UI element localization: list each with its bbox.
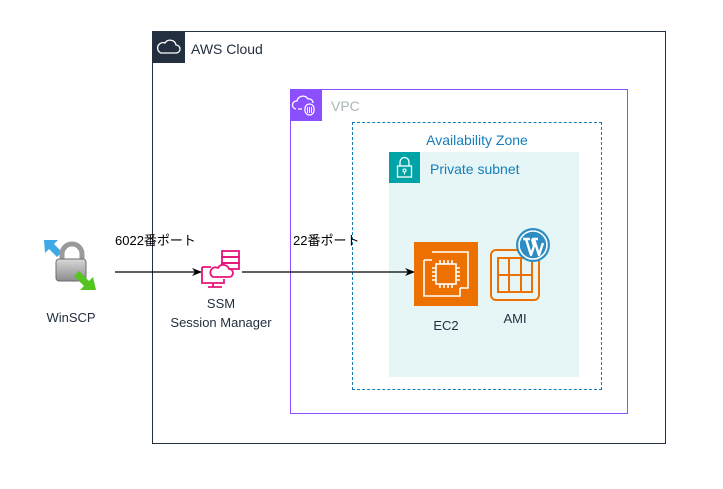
ssm-label-line2: Session Manager (170, 315, 272, 330)
vpc-title: VPC (331, 98, 360, 114)
cloud-icon (157, 39, 181, 54)
winscp-lock-icon (44, 240, 96, 290)
ec2-node[interactable] (414, 242, 478, 306)
padlock-icon (396, 156, 413, 178)
aws-cloud-title: AWS Cloud (191, 41, 263, 57)
winscp-label: WinSCP (46, 310, 96, 325)
availability-zone-group[interactable]: Availability Zone (352, 122, 602, 390)
ec2-label: EC2 (433, 318, 459, 333)
ssm-node[interactable] (200, 249, 242, 291)
aws-cloud-group[interactable]: AWS Cloud (152, 31, 666, 444)
wordpress-logo-icon (516, 228, 550, 262)
vpc-cloud-lock-icon (291, 95, 315, 116)
availability-zone-title: Availability Zone (426, 132, 528, 148)
ssm-session-manager-icon (201, 250, 240, 288)
ec2-chip-icon (423, 251, 469, 297)
ssm-label-line1: SSM (206, 296, 236, 311)
private-subnet-tab (389, 152, 420, 183)
edge-label-22: 22番ポート (293, 233, 360, 248)
ami-node[interactable] (489, 248, 541, 302)
aws-cloud-tab (152, 31, 185, 63)
vpc-tab (290, 89, 322, 121)
ami-grid-icon (490, 249, 540, 301)
vpc-group[interactable]: VPC (290, 89, 628, 414)
winscp-node[interactable] (42, 236, 98, 292)
ami-label: AMI (503, 311, 527, 326)
private-subnet-title: Private subnet (430, 161, 520, 177)
edge-label-6022: 6022番ポート (115, 233, 196, 248)
wordpress-node[interactable] (514, 227, 552, 263)
